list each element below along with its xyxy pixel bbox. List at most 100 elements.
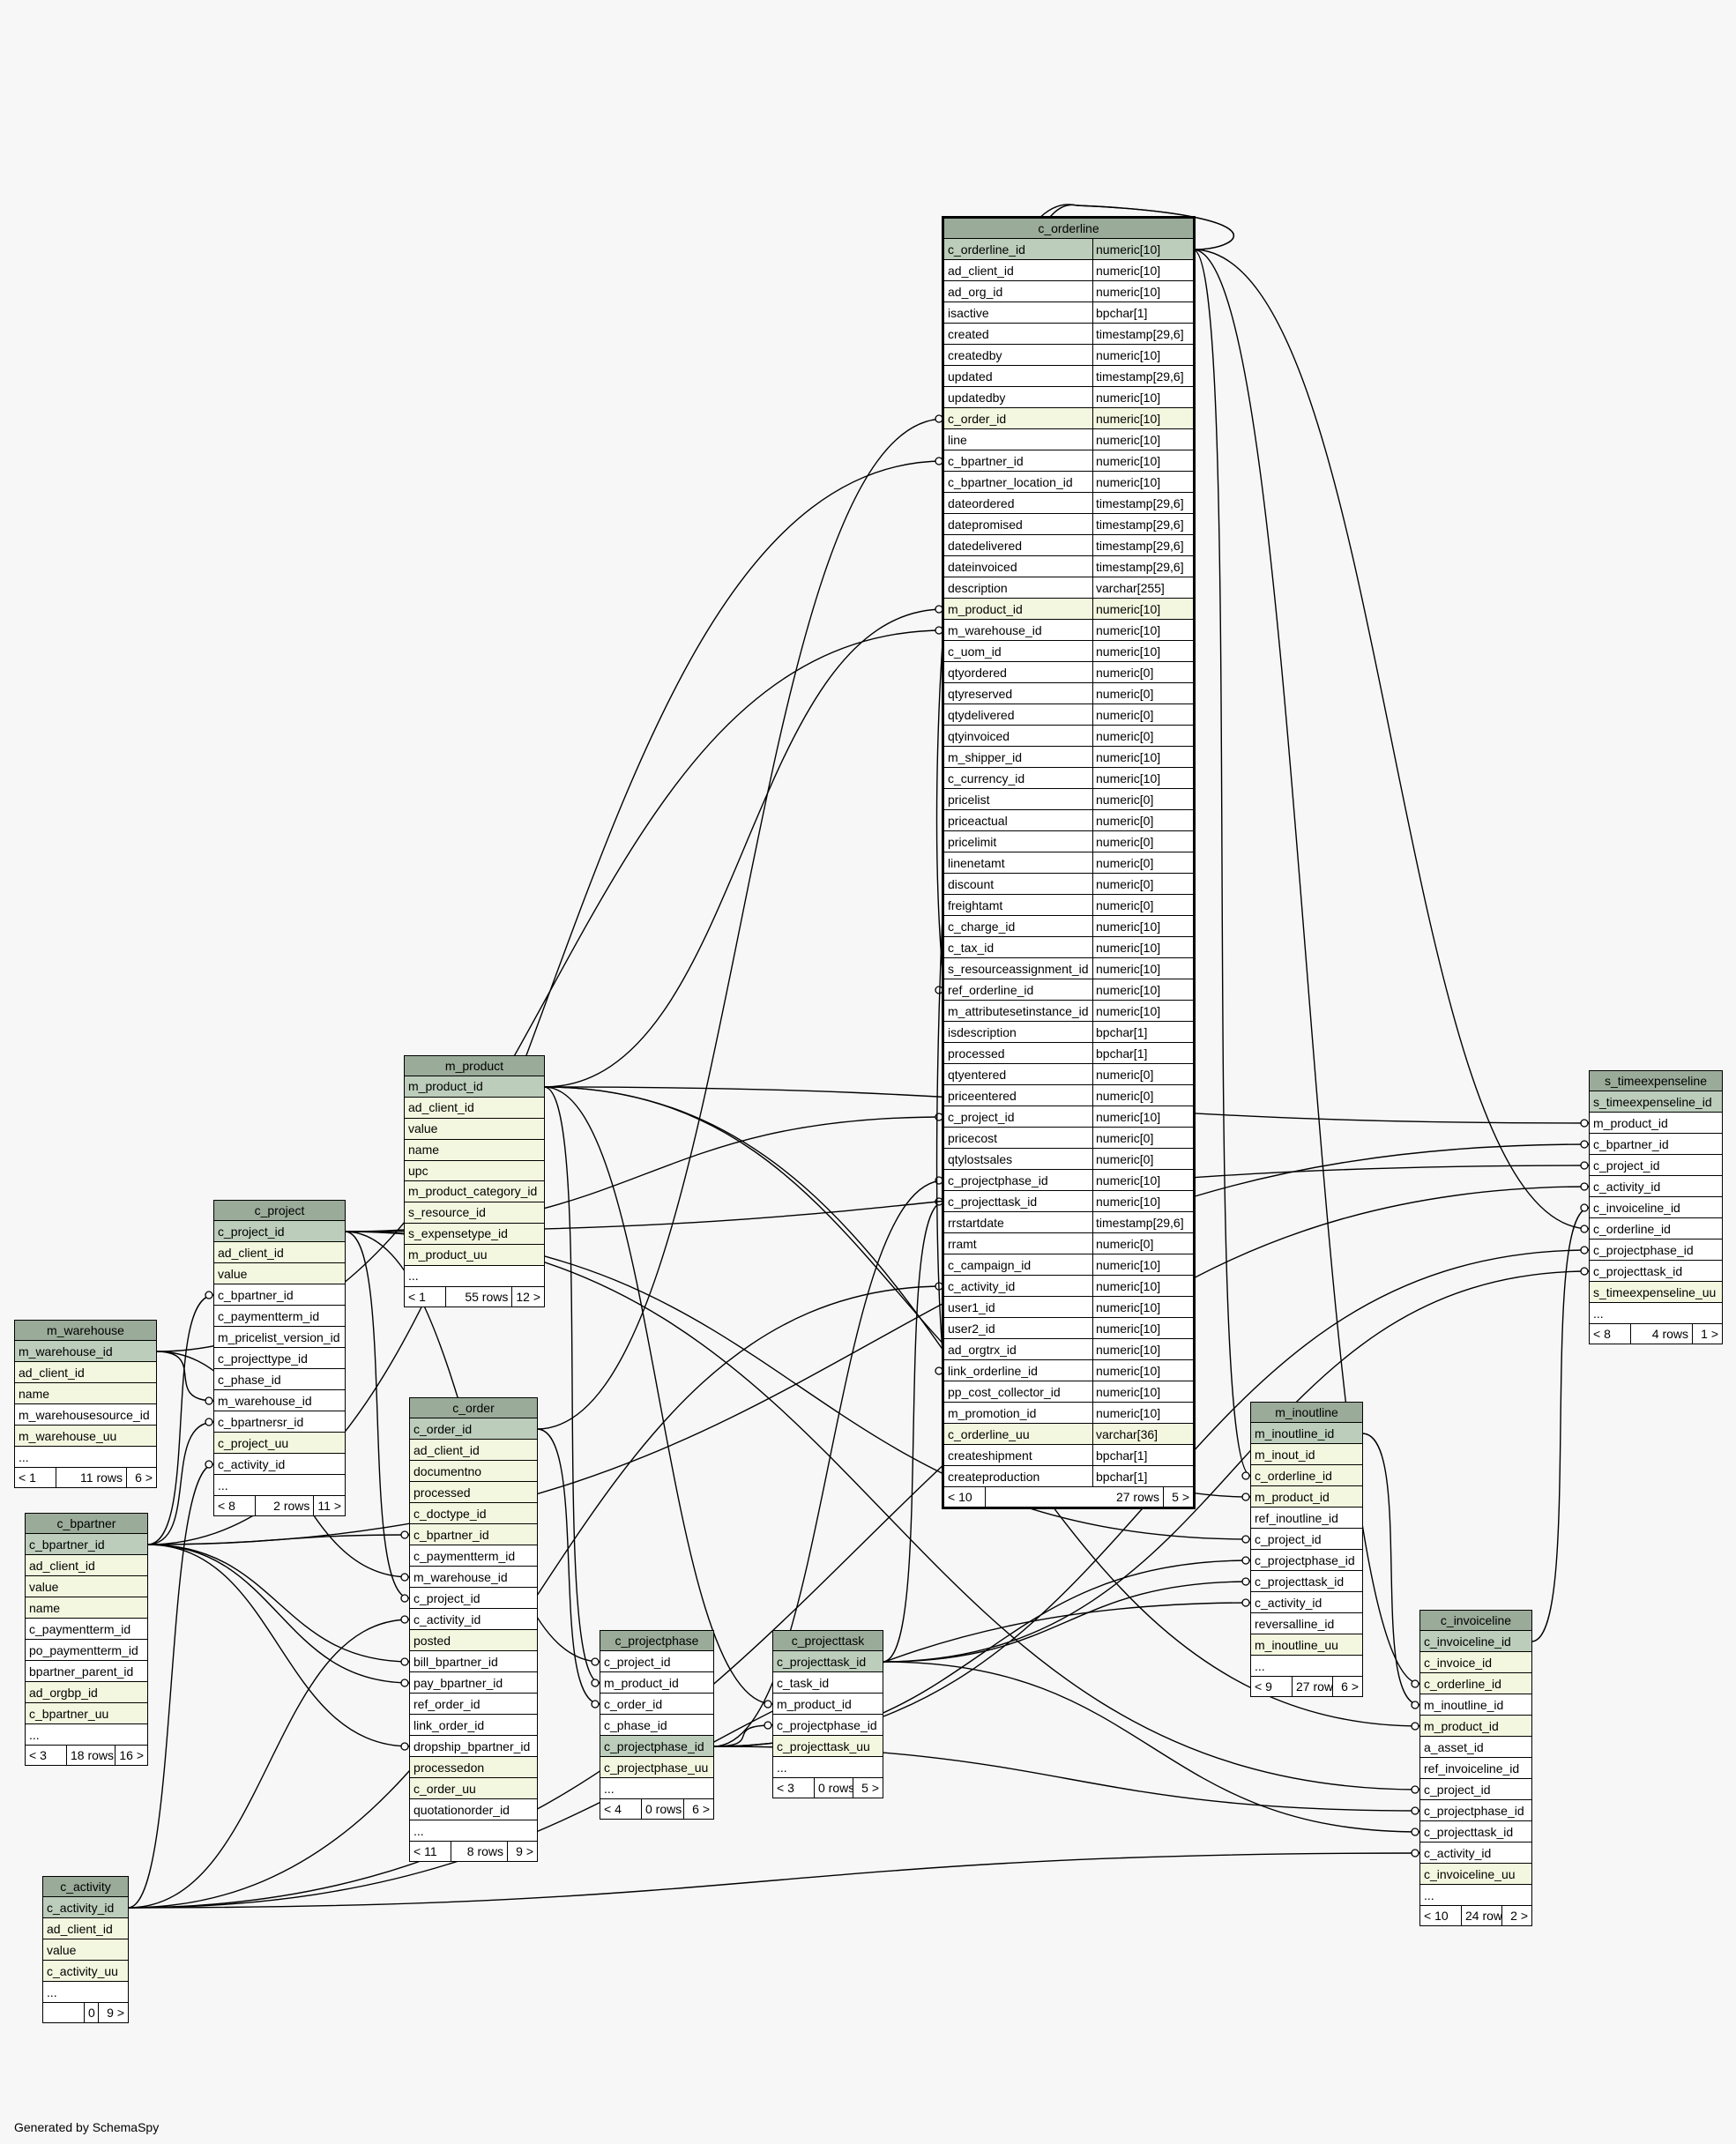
column-row[interactable]: m_warehousesource_id [15,1404,156,1426]
column-row[interactable]: c_invoiceline_id [1420,1631,1531,1652]
column-row[interactable]: c_projectphase_uu [600,1757,713,1778]
column-row[interactable]: c_projectphase_id [1420,1800,1531,1821]
column-row[interactable]: reversalline_id [1251,1613,1362,1634]
column-row[interactable]: c_invoiceline_id [1590,1197,1722,1218]
column-row[interactable]: c_projecttask_uu [773,1736,883,1757]
column-row[interactable]: m_product_uu [405,1245,544,1267]
column-row[interactable]: ... [15,1447,156,1468]
column-row[interactable]: ... [214,1475,345,1496]
column-row[interactable]: m_product_id [773,1694,883,1715]
column-row[interactable]: c_bpartner_id [410,1524,537,1545]
column-row[interactable]: c_orderline_id [1420,1673,1531,1694]
column-row[interactable]: c_activity_id [1590,1176,1722,1197]
column-row[interactable]: c_task_id [773,1672,883,1694]
column-row[interactable]: c_project_id [1420,1779,1531,1800]
column-row[interactable]: c_projecttask_id [773,1651,883,1672]
column-row[interactable]: ... [773,1757,883,1778]
column-row[interactable]: c_paymentterm_id [214,1306,345,1327]
column-row[interactable]: ... [405,1266,544,1287]
column-row[interactable]: c_paymentterm_id [410,1545,537,1567]
column-row[interactable]: c_projectphase_id [1590,1240,1722,1261]
column-row[interactable]: name [405,1139,544,1161]
column-row[interactable]: ... [600,1778,713,1799]
table-header[interactable]: c_orderline [944,219,1193,239]
column-row[interactable]: c_activity_id [1251,1592,1362,1613]
column-row[interactable]: c_order_id [410,1418,537,1440]
column-row[interactable]: c_project_id [1590,1155,1722,1176]
column-row[interactable]: link_order_id [410,1715,537,1736]
column-row[interactable]: m_warehouse_id [410,1567,537,1588]
column-row[interactable]: c_orderline_id [1590,1218,1722,1240]
column-row[interactable]: c_order_id [600,1694,713,1715]
column-row[interactable]: c_order_uu [410,1778,537,1799]
column-row[interactable]: c_activity_id [1420,1842,1531,1864]
column-row[interactable]: m_inoutline_id [1420,1694,1531,1716]
column-row[interactable]: c_invoice_id [1420,1652,1531,1673]
column-row[interactable]: m_product_id [1251,1486,1362,1508]
column-row[interactable]: c_project_id [1251,1529,1362,1550]
column-row[interactable]: c_projecttask_id [1590,1261,1722,1282]
column-row[interactable]: c_orderline_id [1251,1465,1362,1486]
column-row[interactable]: ref_order_id [410,1694,537,1715]
table-header[interactable]: c_projectphase [600,1631,713,1651]
column-row[interactable]: m_product_id [1590,1113,1722,1134]
table-header[interactable]: c_order [410,1398,537,1418]
column-row[interactable]: po_paymentterm_id [26,1640,147,1661]
column-row[interactable]: c_phase_id [600,1715,713,1736]
column-row[interactable]: ... [43,1982,128,2003]
column-row[interactable]: c_projectphase_id [1251,1550,1362,1571]
column-row[interactable]: s_timeexpenseline_uu [1590,1282,1722,1303]
column-row[interactable]: a_asset_id [1420,1737,1531,1758]
column-row[interactable]: ad_orgbp_id [26,1682,147,1703]
column-row[interactable]: bpartner_parent_id [26,1661,147,1682]
column-row[interactable]: name [26,1597,147,1619]
column-row[interactable]: c_activity_id [410,1609,537,1630]
column-row[interactable]: c_invoiceline_uu [1420,1864,1531,1885]
table-header[interactable]: c_projecttask [773,1631,883,1651]
column-row[interactable]: ... [1251,1656,1362,1677]
table-header[interactable]: c_activity [43,1877,128,1897]
column-row[interactable]: c_bpartner_uu [26,1703,147,1724]
column-row[interactable]: m_product_id [1420,1716,1531,1737]
column-row[interactable]: c_doctype_id [410,1503,537,1524]
column-row[interactable]: upc [405,1160,544,1182]
table-header[interactable]: c_invoiceline [1420,1611,1531,1631]
